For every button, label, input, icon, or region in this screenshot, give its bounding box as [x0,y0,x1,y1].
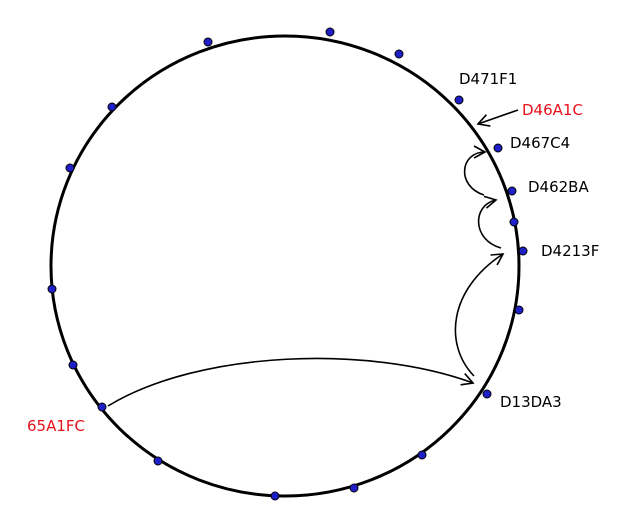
hop-arrows [107,109,519,407]
label-D471F1: D471F1 [459,70,517,88]
peer-node [514,305,524,315]
label-D46A1C: D46A1C [522,101,583,119]
label-D462BA: D462BA [528,178,589,196]
peer-node [325,27,335,37]
peer-node [68,360,78,370]
hop-arrow-65A1FC-D13DA3 [107,357,475,407]
hop-arrow-D462BA-D467C4 [463,145,487,196]
node-65A1FC [97,402,107,412]
label-D4213F: D4213F [541,242,599,260]
pointer-arrow-D46A1C [476,109,519,127]
peer-node [417,450,427,460]
node-labels: D471F1 D46A1C D467C4 D462BA D4213F D13DA… [27,70,599,435]
node-D4213F [518,246,528,256]
peer-node [349,483,359,493]
ring [49,34,521,498]
node-D13DA3 [482,389,492,399]
peer-node [203,37,213,47]
peer-node [394,49,404,59]
peer-node [509,217,519,227]
peer-node [153,456,163,466]
peer-nodes [47,27,524,501]
node-D471F1 [454,95,464,105]
label-65A1FC: 65A1FC [27,417,85,435]
peer-node [47,284,57,294]
node-D462BA [507,186,517,196]
hop-arrow-D13DA3-D4213F [454,253,505,377]
label-D13DA3: D13DA3 [500,393,562,411]
peer-node [107,102,117,112]
hop-arrow-D4213F-D462BA [477,195,502,249]
peer-node [65,163,75,173]
peer-node [270,491,280,501]
label-D467C4: D467C4 [510,134,570,152]
node-D467C4 [493,143,503,153]
labeled-nodes [97,95,528,412]
